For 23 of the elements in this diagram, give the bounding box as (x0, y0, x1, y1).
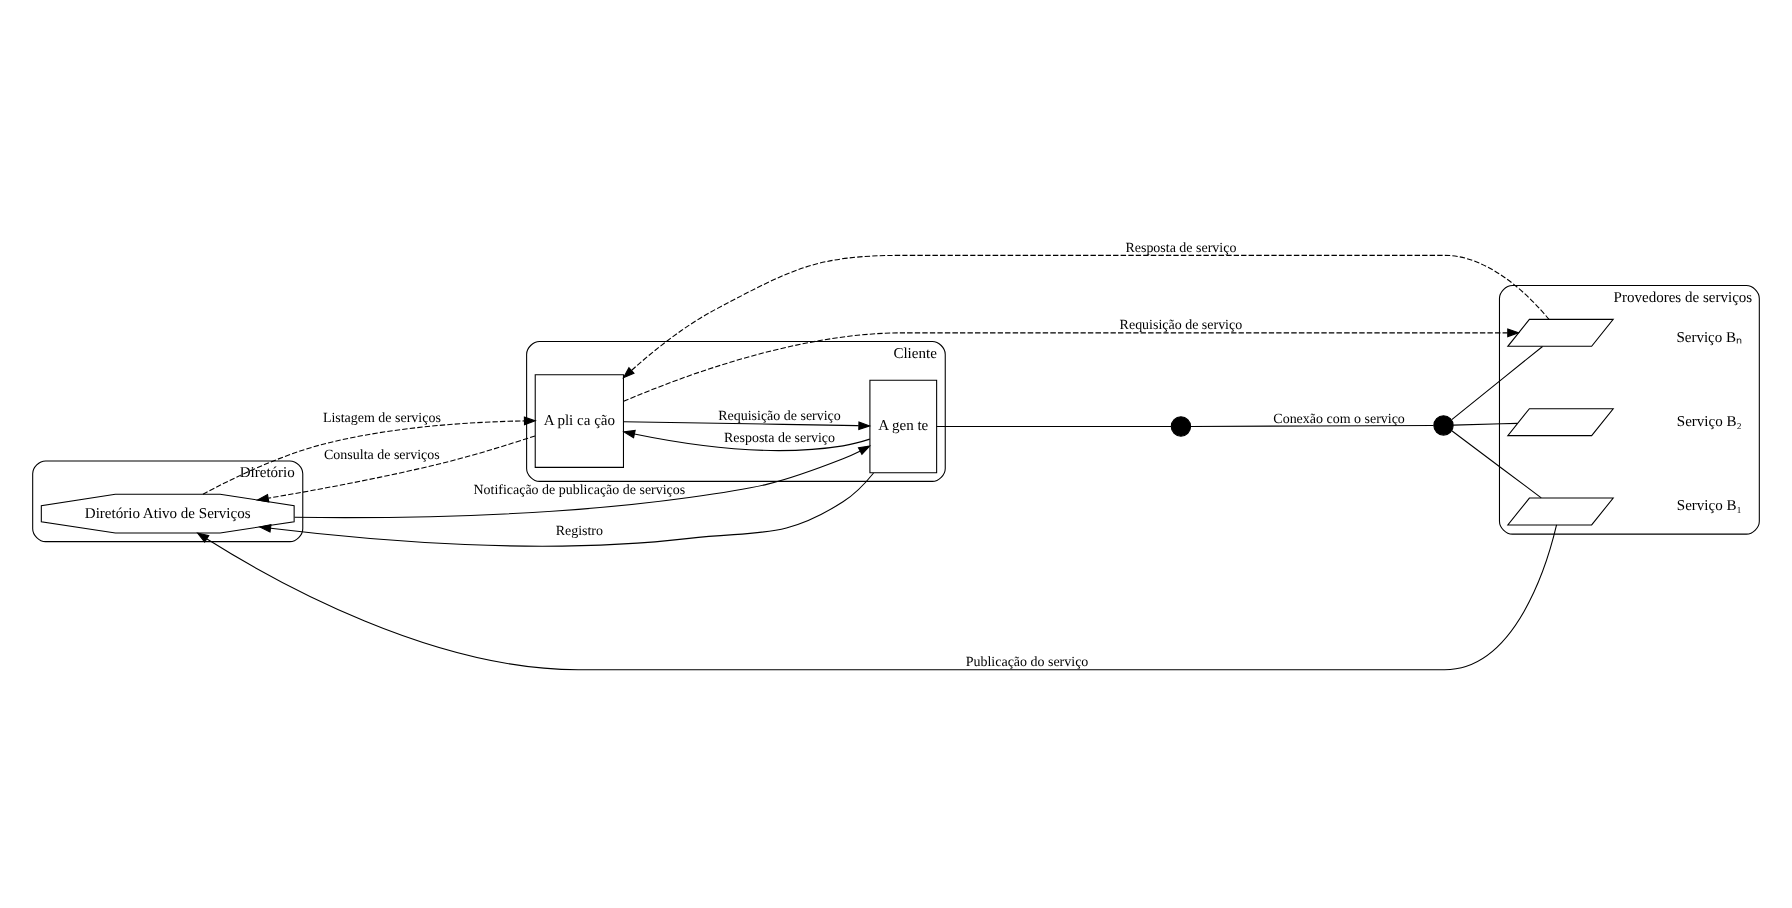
node-label: Serviço B₂ (1676, 411, 1742, 430)
connector (1451, 344, 1544, 420)
node-circle (1170, 415, 1192, 436)
arrow (196, 523, 1558, 670)
arrow (623, 420, 872, 430)
connector (1452, 421, 1518, 425)
arrow (622, 428, 871, 450)
node-box: A gen te (869, 378, 938, 473)
arrow (294, 444, 872, 518)
node-parallelogram (1506, 496, 1615, 525)
arrow (202, 415, 537, 494)
arrow (623, 327, 1521, 401)
node-box: A pli ca ção (534, 373, 624, 467)
node-label: Serviço Bₙ (1676, 327, 1743, 346)
connector (1190, 423, 1434, 426)
node-label: Serviço B₁ (1676, 495, 1742, 514)
arrow (255, 434, 536, 502)
connector (1451, 429, 1542, 498)
arrow (622, 253, 1550, 378)
connector (936, 424, 1172, 427)
arrow (258, 471, 875, 546)
node-circle (1433, 414, 1454, 435)
node-parallelogram (1506, 407, 1615, 436)
